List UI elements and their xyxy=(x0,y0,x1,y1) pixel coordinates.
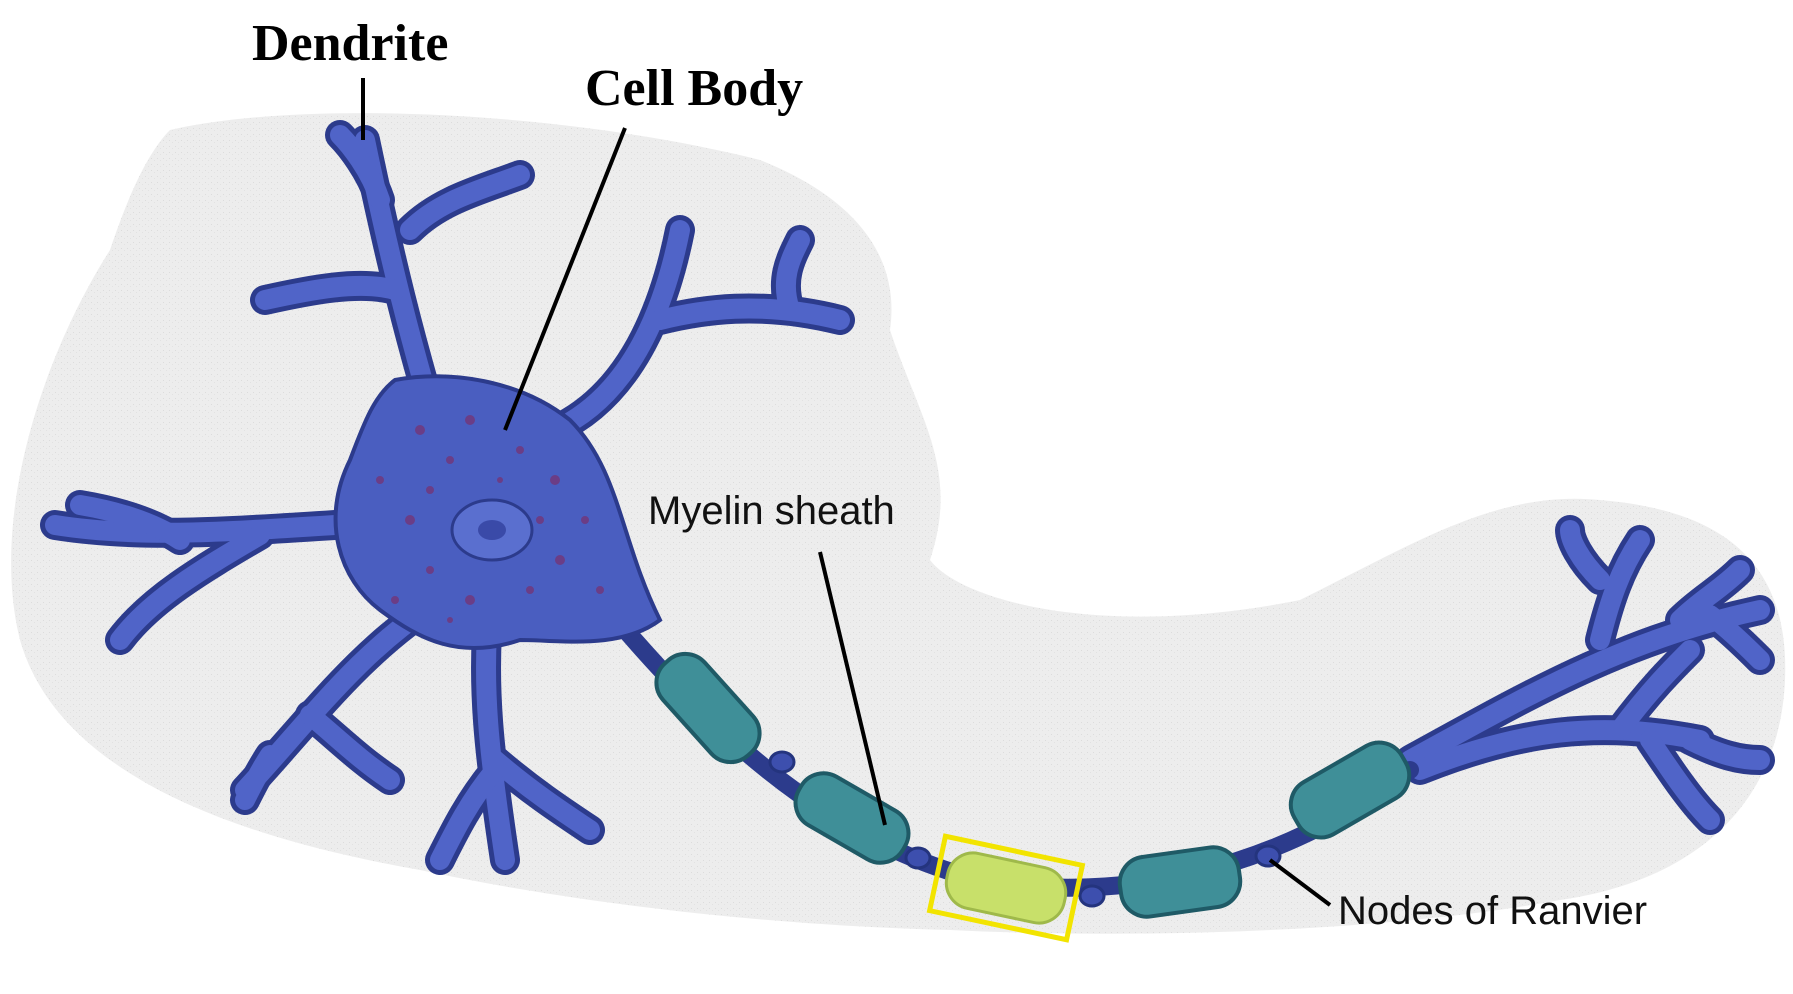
cell-body-label: Cell Body xyxy=(585,60,803,117)
nodes-of-ranvier-label: Nodes of Ranvier xyxy=(1338,889,1647,933)
myelin-sheath-label: Myelin sheath xyxy=(648,489,895,533)
dendrite-label: Dendrite xyxy=(252,15,448,72)
